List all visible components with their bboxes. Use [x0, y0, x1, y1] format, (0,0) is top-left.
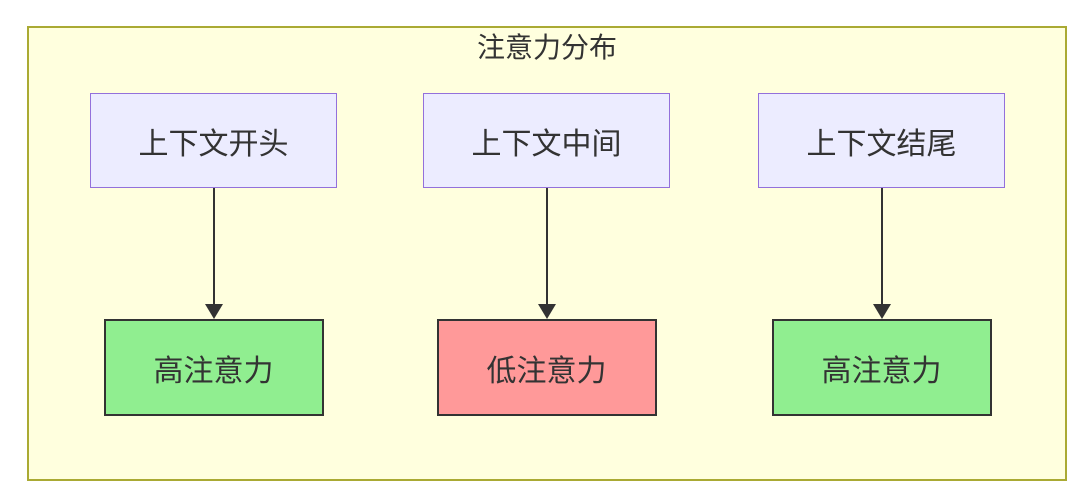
attention-distribution-container: 注意力分布 上下文开头 高注意力 上下文中间 低注意力 上下文结尾 高注意力 [27, 26, 1067, 481]
context-end-node: 上下文结尾 [758, 93, 1005, 188]
context-start-node: 上下文开头 [90, 93, 337, 188]
column-context-middle: 上下文中间 低注意力 [423, 93, 670, 416]
arrow-head-icon [204, 304, 223, 319]
arrow-down-icon [872, 188, 891, 319]
column-context-end: 上下文结尾 高注意力 [758, 93, 1005, 416]
arrow-down-icon [537, 188, 556, 319]
arrow-head-icon [537, 304, 556, 319]
arrow-down-icon [204, 188, 223, 319]
diagram-title: 注意力分布 [476, 31, 617, 64]
arrow-line [545, 188, 548, 305]
arrow-line [212, 188, 215, 305]
context-middle-node: 上下文中间 [423, 93, 670, 188]
column-context-start: 上下文开头 高注意力 [90, 93, 337, 416]
high-attention-node-left: 高注意力 [103, 319, 324, 416]
low-attention-node-middle: 低注意力 [436, 319, 657, 416]
high-attention-node-right: 高注意力 [771, 319, 992, 416]
arrow-line [880, 188, 883, 305]
arrow-head-icon [872, 304, 891, 319]
